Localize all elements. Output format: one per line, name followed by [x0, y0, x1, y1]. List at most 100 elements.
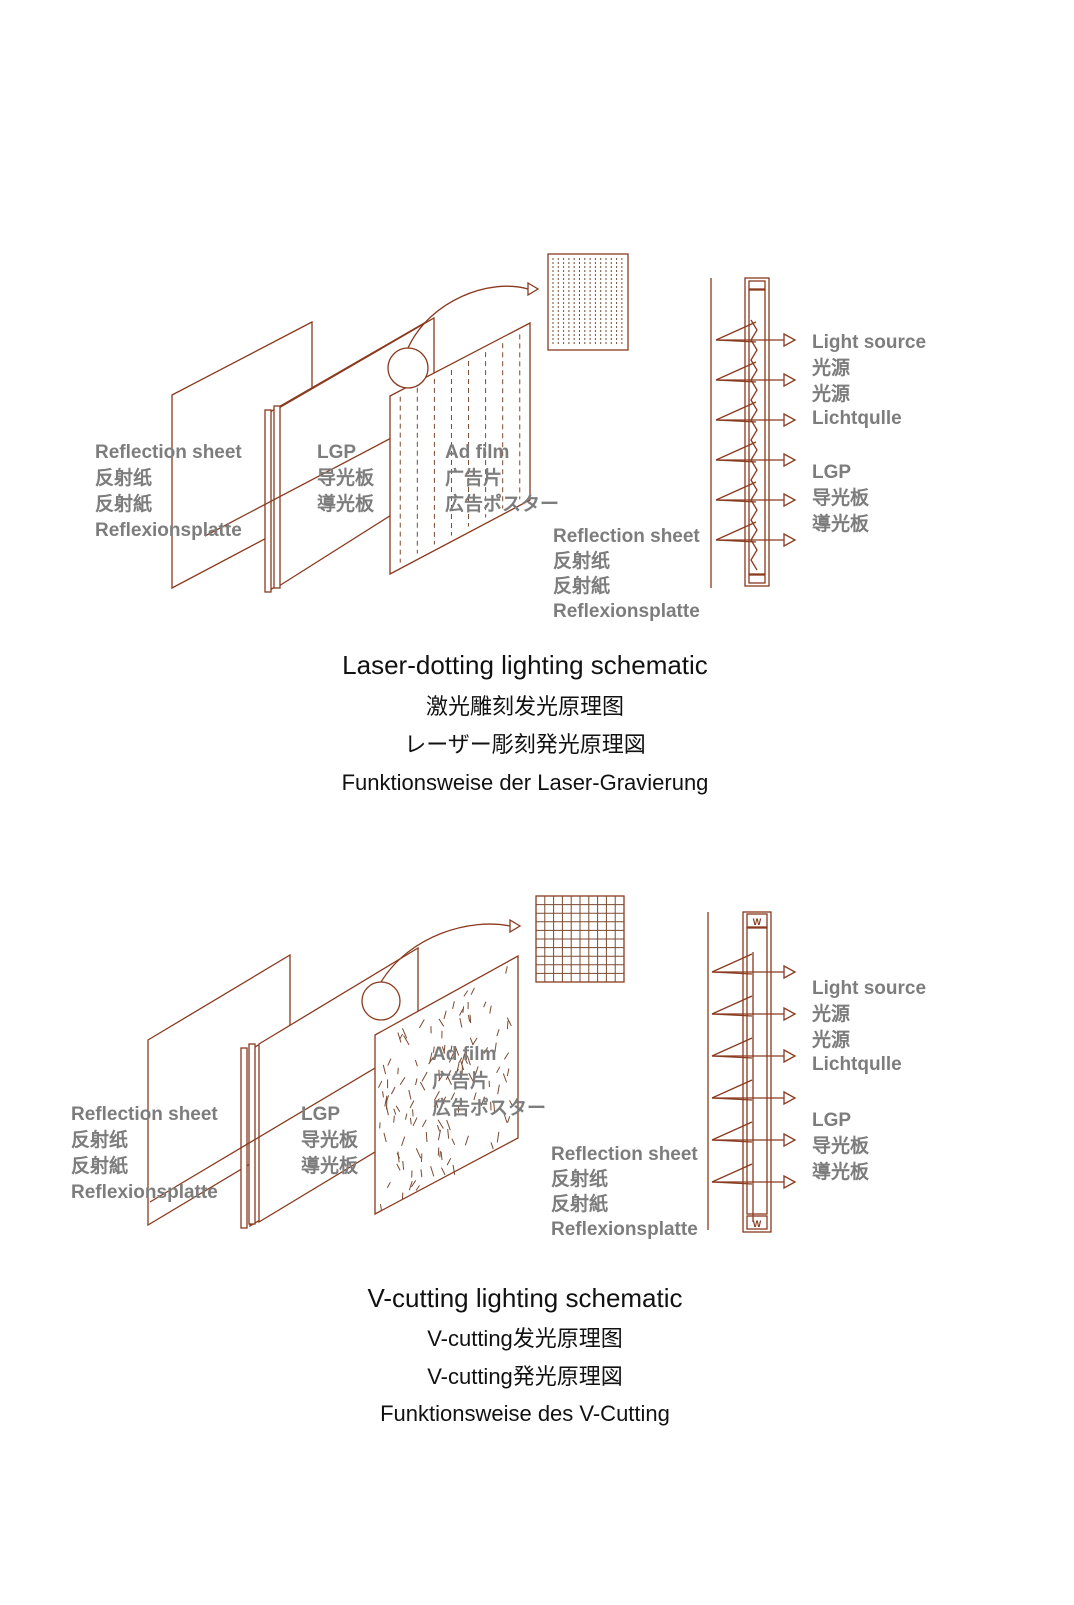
vcut-dash	[397, 1151, 400, 1163]
vcut-dash	[459, 1018, 463, 1028]
vcut-dash	[382, 1091, 384, 1098]
vcut-dash	[383, 1132, 387, 1143]
vcut-dash	[448, 1053, 454, 1063]
reflection-label-group: Reflection sheet 反射纸 反射紙 Reflexionsplatt…	[95, 442, 242, 541]
lgp-edge-left	[264, 409, 272, 593]
lgp-edge-left	[240, 1047, 248, 1229]
vcut-dash	[496, 1131, 500, 1143]
lgp-label-ja: 導光板	[317, 492, 375, 515]
vcut-dash	[404, 1113, 408, 1120]
reflected-ray	[711, 1181, 753, 1185]
vcut-dash	[464, 1057, 468, 1065]
ad-film-panel	[389, 321, 531, 576]
frame-mark-bottom: W	[753, 1219, 762, 1229]
vcut-dash	[390, 1086, 396, 1095]
adfilm-label-en: Ad film	[445, 442, 509, 463]
ad-film-vcut-pattern	[378, 966, 514, 1212]
reflected-ray	[715, 521, 757, 541]
vcut-dash	[469, 1014, 472, 1024]
vcut-dash	[432, 1046, 435, 1053]
laser-caption-ja: レーザー彫刻発光原理図	[404, 732, 646, 757]
light-source-label-zh: 光源	[811, 1002, 850, 1025]
side-reflection-label-group: Reflection sheet 反射纸 反射紙 Reflexionsplatt…	[551, 1144, 698, 1240]
laser-caption-zh: 激光雕刻发光原理图	[426, 694, 624, 719]
vcut-dash	[473, 1092, 477, 1101]
lgp-edge-right	[248, 1043, 256, 1225]
side-lgp-label-ja: 導光板	[812, 1160, 870, 1183]
light-ray-arrowhead	[783, 412, 797, 428]
vcut-dash	[425, 1131, 428, 1143]
reflected-ray	[715, 401, 757, 421]
vcut-dash	[452, 1001, 455, 1009]
vcut-dash	[415, 1078, 418, 1086]
light-ray-arrowhead	[783, 332, 797, 348]
side-reflection-label-en: Reflection sheet	[551, 1144, 698, 1165]
vcut-dash	[396, 1163, 401, 1171]
magnified-dot-panel	[547, 253, 629, 351]
vcut-dash	[380, 1204, 383, 1212]
vcut-dash	[415, 1185, 420, 1191]
vcut-dash	[454, 1046, 460, 1056]
side-frame-outer	[742, 911, 772, 1233]
adfilm-label-group: Ad film 广告片 広告ポスター	[445, 442, 559, 515]
magnified-dot-grid	[552, 258, 623, 346]
side-frame-cap-bottom	[746, 1215, 768, 1230]
vcut-dash	[412, 1117, 418, 1127]
vcut-dash	[408, 1180, 413, 1191]
magnify-arrow	[380, 923, 511, 983]
vcut-dash	[506, 1068, 510, 1077]
vcut-dash	[446, 1119, 451, 1131]
reflected-ray	[715, 361, 757, 381]
side-light-rays	[715, 319, 797, 571]
vcut-dash	[438, 1018, 445, 1027]
vcut-dash	[463, 990, 469, 997]
vcut-dash	[506, 1020, 509, 1030]
vcut-dash	[421, 1119, 427, 1128]
reflection-leader-line	[149, 1045, 413, 1203]
side-reflection-label-en: Reflection sheet	[553, 526, 700, 547]
reflected-ray	[711, 1097, 753, 1101]
light-source-label-ja: 光源	[811, 1028, 850, 1051]
reflected-ray	[711, 995, 753, 1015]
side-lgp-label-zh: 导光板	[812, 486, 870, 509]
ad-film-dot-pattern	[399, 334, 521, 563]
reflected-ray	[715, 499, 757, 503]
light-source-label-de: Lichtqulle	[812, 1054, 902, 1075]
vcut-dash	[409, 1117, 412, 1125]
vcut-dash	[443, 1010, 447, 1020]
vcut-dash	[393, 1115, 395, 1123]
vcut-dash	[459, 1008, 464, 1016]
vcut-dash	[462, 1006, 465, 1013]
vcut-dash	[467, 1014, 471, 1022]
reflected-ray	[711, 1013, 753, 1017]
vcut-dash	[474, 1066, 479, 1076]
side-lgp-label-en: LGP	[812, 1110, 851, 1131]
vcut-dash	[433, 1098, 440, 1108]
vcut-dash	[468, 1072, 474, 1082]
light-ray-arrowhead	[783, 1174, 797, 1190]
vcut-dash	[489, 1005, 492, 1014]
light-ray-arrowhead	[783, 1132, 797, 1148]
vcut-dash	[496, 1029, 500, 1037]
vcut-dash	[409, 1100, 415, 1109]
vcut-dash	[464, 1135, 469, 1146]
magnifier-circle	[387, 347, 429, 389]
vcut-dash	[410, 1180, 417, 1188]
vcut-dash	[384, 1095, 388, 1107]
vcut-caption-zh: V-cutting发光原理图	[427, 1326, 623, 1351]
side-frame-cap-top	[746, 913, 768, 928]
reflection-label-group: Reflection sheet 反射纸 反射紙 Reflexionsplatt…	[71, 1104, 218, 1203]
laser-dotting-diagram: Reflection sheet 反射纸 反射紙 Reflexionsplatt…	[95, 253, 926, 795]
side-frame-cap-top	[748, 280, 766, 290]
vcut-dash	[494, 1042, 497, 1053]
vcut-dash	[458, 1057, 463, 1064]
side-reflection-label-zh: 反射纸	[553, 549, 610, 572]
vcut-dash	[436, 1124, 440, 1132]
vcut-dash	[402, 1160, 405, 1170]
reflection-label-de: Reflexionsplatte	[95, 520, 242, 541]
vcut-dash	[506, 1017, 512, 1027]
laser-caption-de: Funktionsweise der Laser-Gravierung	[342, 770, 709, 795]
vcut-dash	[420, 1169, 423, 1178]
reflection-label-zh: 反射纸	[95, 466, 152, 489]
vcut-dash	[447, 1128, 450, 1139]
